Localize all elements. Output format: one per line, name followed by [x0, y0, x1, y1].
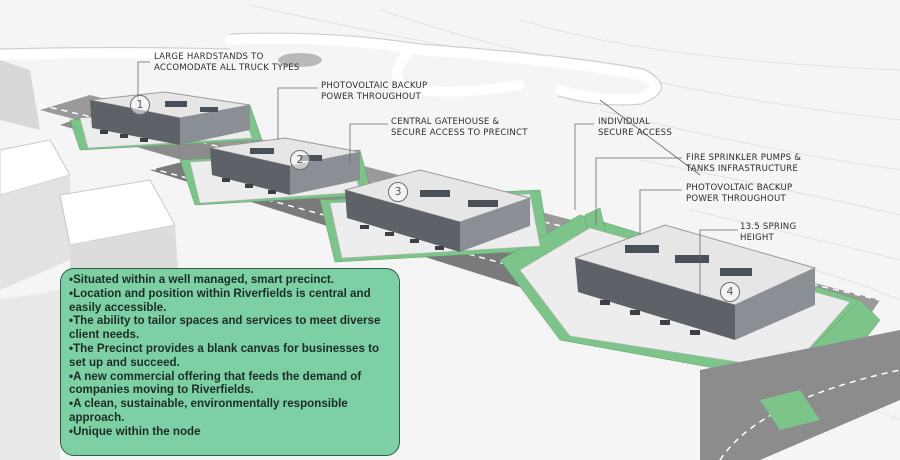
callout-line: ACCOMODATE ALL TRUCK TYPES	[154, 63, 300, 73]
callout-hardstands: LARGE HARDSTANDS TO ACCOMODATE ALL TRUCK…	[154, 52, 300, 74]
building-number-2: 2	[290, 150, 310, 170]
feature-item: The ability to tailor spaces and service…	[69, 314, 389, 342]
feature-item: A clean, sustainable, environmentally re…	[69, 397, 389, 425]
feature-item: The Precinct provides a blank canvas for…	[69, 342, 389, 370]
leader-lines	[137, 61, 738, 300]
building-4-massing	[573, 224, 817, 340]
upper-roads	[0, 33, 660, 104]
loading-docks	[100, 130, 700, 335]
callout-pv-backup-2: PHOTOVOLTAIC BACKUP POWER THROUGHOUT	[686, 183, 792, 205]
features-list: Situated within a well managed, smart pr…	[69, 273, 389, 439]
callout-line: POWER THROUGHOUT	[321, 92, 421, 102]
building-number-3: 3	[388, 182, 408, 202]
callout-line: SECURE ACCESS	[598, 128, 672, 138]
callout-line: POWER THROUGHOUT	[686, 194, 786, 204]
callout-spring-height: 13.5 SPRING HEIGHT	[740, 222, 796, 244]
callout-pv-backup-1: PHOTOVOLTAIC BACKUP POWER THROUGHOUT	[321, 81, 427, 103]
callout-line: 13.5 SPRING	[740, 222, 797, 232]
upper-roads-edge	[0, 32, 662, 106]
intersection	[700, 330, 900, 460]
callout-gatehouse: CENTRAL GATEHOUSE & SECURE ACCESS TO PRE…	[391, 117, 528, 139]
callout-line: TANKS INFRASTRUCTURE	[686, 164, 799, 174]
callout-fire-sprinkler: FIRE SPRINKLER PUMPS & TANKS INFRASTRUCT…	[686, 153, 801, 175]
callout-line: PHOTOVOLTAIC BACKUP	[321, 81, 428, 91]
callout-line: SECURE ACCESS TO PRECINCT	[391, 128, 528, 138]
building-1-massing	[89, 91, 251, 145]
features-info-box: Situated within a well managed, smart pr…	[60, 268, 400, 456]
building-number-4: 4	[720, 282, 740, 302]
callout-line: FIRE SPRINKLER PUMPS &	[686, 153, 802, 163]
feature-item: Situated within a well managed, smart pr…	[69, 273, 389, 287]
building-number-1: 1	[130, 95, 150, 115]
feature-item: Unique within the node	[69, 425, 389, 439]
callout-line: INDIVIDUAL	[598, 117, 651, 127]
callout-individual-access: INDIVIDUAL SECURE ACCESS	[598, 117, 672, 139]
callout-line: LARGE HARDSTANDS TO	[154, 52, 264, 62]
feature-item: A new commercial offering that feeds the…	[69, 370, 389, 398]
callout-line: CENTRAL GATEHOUSE &	[391, 117, 500, 127]
feature-item: Location and position within Riverfields…	[69, 287, 389, 315]
callout-line: HEIGHT	[740, 233, 774, 243]
callout-line: PHOTOVOLTAIC BACKUP	[686, 183, 793, 193]
